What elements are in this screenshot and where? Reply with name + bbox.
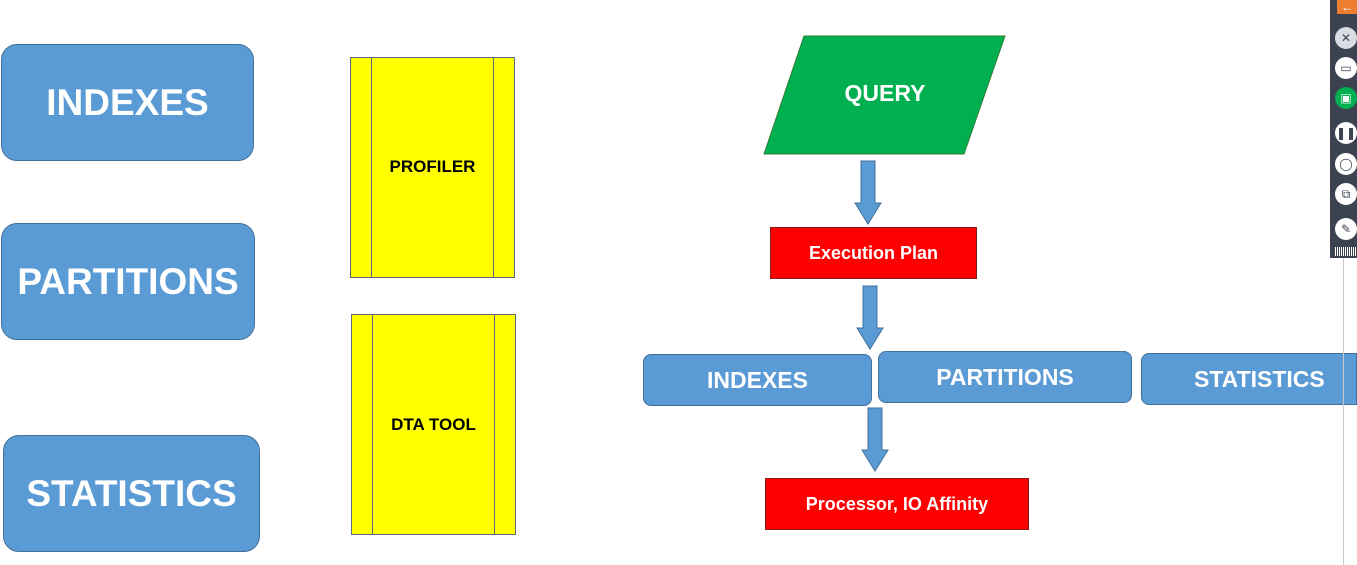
processor-box: Processor, IO Affinity — [765, 478, 1029, 530]
toolbar-grip[interactable] — [1335, 247, 1357, 256]
windows-icon: ⧉ — [1341, 186, 1351, 201]
dta-tool-left-divider — [372, 315, 373, 534]
statistics-box: STATISTICS — [3, 435, 260, 552]
recorder-toolbar: ← ✕ ▭ ▣ ❚❚ ◯ ⧉ ✎ — [1330, 0, 1357, 258]
profiler-right-divider — [493, 58, 494, 277]
toolbar-divider-line — [1343, 258, 1344, 565]
flow-indexes-label: INDEXES — [707, 366, 808, 393]
flow-partitions-label: PARTITIONS — [936, 363, 1074, 390]
mouse-icon: ◯ — [1339, 157, 1353, 171]
profiler-left-divider — [371, 58, 372, 277]
query-label: QUERY — [844, 80, 926, 106]
no-microphone-icon: ✕ — [1340, 31, 1352, 45]
query-shape — [763, 35, 1006, 155]
camera-icon: ▭ — [1340, 61, 1352, 75]
arrow-query-to-plan — [854, 160, 882, 225]
indexes-box: INDEXES — [1, 44, 254, 161]
back-arrow-icon: ← — [1341, 0, 1353, 14]
mute-microphone-button[interactable]: ✕ — [1335, 27, 1357, 49]
screen-share-button[interactable]: ▣ — [1335, 87, 1357, 109]
execution-plan-label: Execution Plan — [808, 242, 939, 263]
dta-tool-label: DTA TOOL — [391, 414, 476, 434]
profiler-box: PROFILER — [350, 57, 515, 278]
indexes-label: INDEXES — [46, 81, 209, 123]
flow-statistics-label: STATISTICS — [1194, 365, 1325, 392]
profiler-label: PROFILER — [389, 156, 476, 176]
screen-share-icon: ▣ — [1340, 91, 1352, 105]
execution-plan-box: Execution Plan — [770, 227, 977, 279]
partitions-box: PARTITIONS — [1, 223, 255, 340]
statistics-label: STATISTICS — [26, 472, 237, 514]
flow-partitions-box: PARTITIONS — [878, 351, 1132, 403]
windows-button[interactable]: ⧉ — [1335, 183, 1357, 205]
pause-button[interactable]: ❚❚ — [1335, 122, 1357, 144]
camera-button[interactable]: ▭ — [1335, 57, 1357, 79]
dta-tool-box: DTA TOOL — [351, 314, 516, 535]
pause-icon: ❚❚ — [1335, 126, 1357, 140]
dta-tool-right-divider — [494, 315, 495, 534]
pen-button[interactable]: ✎ — [1335, 218, 1357, 240]
flow-statistics-box: STATISTICS — [1141, 353, 1357, 405]
flow-indexes-box: INDEXES — [643, 354, 872, 406]
partitions-label: PARTITIONS — [17, 260, 239, 302]
pen-icon: ✎ — [1340, 222, 1352, 236]
arrow-plan-to-resources — [856, 285, 884, 350]
back-arrow-button[interactable]: ← — [1337, 0, 1357, 14]
mouse-button[interactable]: ◯ — [1335, 153, 1357, 175]
arrow-resources-to-processor — [861, 407, 889, 472]
processor-label: Processor, IO Affinity — [805, 493, 989, 514]
